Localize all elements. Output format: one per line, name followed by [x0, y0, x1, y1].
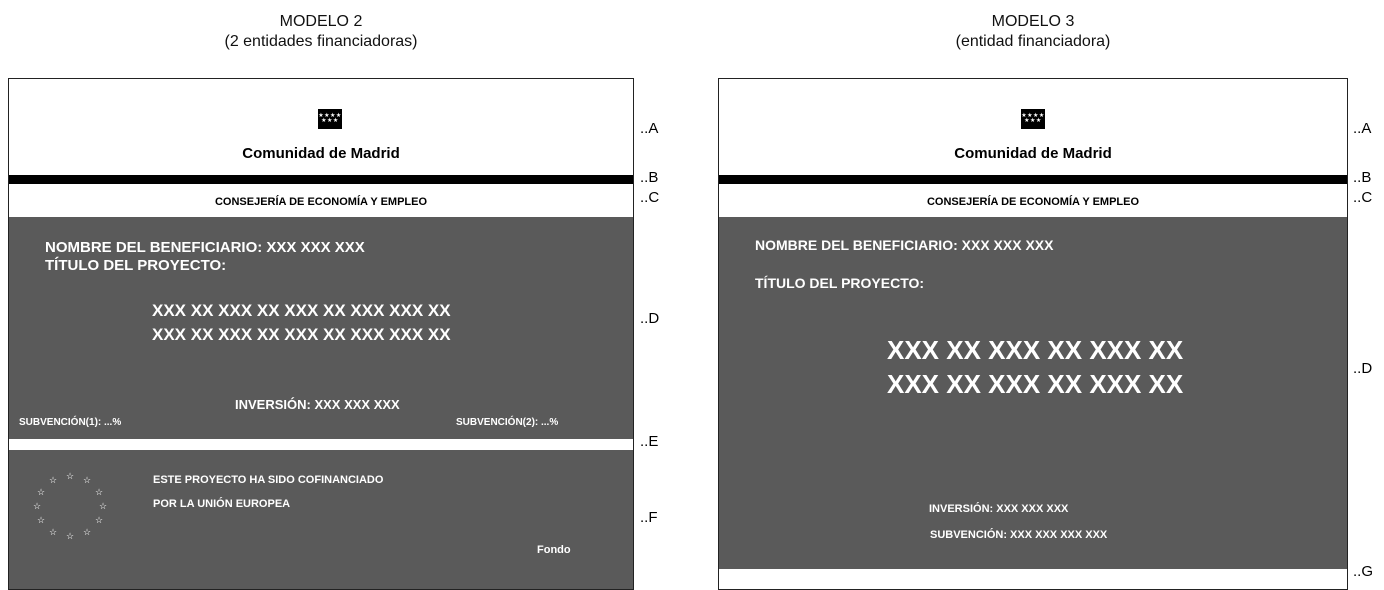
project-title-line-1: XXX XX XXX XX XXX XX XXX XXX XX: [152, 301, 451, 320]
marker-g: ..G: [1353, 563, 1374, 580]
subvencion-1-label: SUBVENCIÓN(1): ...%: [19, 417, 122, 428]
org-name: Comunidad de Madrid: [242, 145, 400, 162]
project-title-line-2: XXX XX XXX XX XXX XX XXX XXX XX: [152, 325, 451, 344]
consejeria-label: CONSEJERÍA DE ECONOMÍA Y EMPLEO: [926, 196, 1140, 208]
titulo-label: TÍTULO DEL PROYECTO:: [755, 275, 925, 291]
eu-block: ☆ ☆ ☆ ☆ ☆ ☆ ☆ ☆ ☆ ☆ ☆ ☆ ESTE PROYECTO HA…: [9, 450, 633, 589]
marker-b: ..B: [1353, 169, 1372, 186]
inversion-label: INVERSIÓN: XXX XXX XXX: [929, 503, 1069, 515]
modelo-2-panel: ★★★★★★★ Comunidad de Madrid CONSEJERÍA D…: [8, 78, 634, 590]
modelo-3-heading: MODELO 3 (entidad financiadora): [718, 12, 1348, 52]
black-band: [719, 175, 1347, 184]
marker-f: ..F: [640, 509, 658, 526]
modelo-2-title: MODELO 2: [279, 13, 363, 30]
inversion-label: INVERSIÓN: XXX XXX XXX: [235, 397, 400, 412]
project-info-block: NOMBRE DEL BENEFICIARIO: XXX XXX XXX TÍT…: [719, 217, 1347, 569]
project-info-block: NOMBRE DEL BENEFICIARIO: XXX XXX XXX TÍT…: [9, 217, 633, 439]
subvencion-2-label: SUBVENCIÓN(2): ...%: [456, 417, 559, 428]
modelo-3-title: MODELO 3: [991, 13, 1075, 30]
marker-a: ..A: [640, 120, 659, 137]
project-title-line-2: XXX XX XXX XX XXX XX: [887, 369, 1184, 399]
marker-d: ..D: [640, 310, 660, 327]
eu-stars-circle-icon: ☆ ☆ ☆ ☆ ☆ ☆ ☆ ☆ ☆ ☆ ☆ ☆: [33, 471, 108, 541]
beneficiario-label: NOMBRE DEL BENEFICIARIO: XXX XXX XXX: [755, 237, 1054, 253]
marker-a: ..A: [1353, 120, 1372, 137]
beneficiario-label: NOMBRE DEL BENEFICIARIO: XXX XXX XXX: [45, 239, 365, 256]
consejeria-label: CONSEJERÍA DE ECONOMÍA Y EMPLEO: [214, 196, 428, 208]
eu-cofinanced-line-1: ESTE PROYECTO HA SIDO COFINANCIADO: [153, 474, 384, 486]
marker-c: ..C: [1353, 189, 1373, 206]
project-title-line-1: XXX XX XXX XX XXX XX: [887, 335, 1184, 365]
marker-e: ..E: [640, 433, 659, 450]
marker-b: ..B: [640, 169, 659, 186]
modelo-3-subtitle: (entidad financiadora): [955, 33, 1111, 50]
marker-d: ..D: [1353, 360, 1373, 377]
madrid-flag-stars-icon: ★★★★★★★: [1021, 109, 1045, 129]
subvencion-label: SUBVENCIÓN: XXX XXX XXX XXX: [930, 529, 1108, 541]
titulo-label: TÍTULO DEL PROYECTO:: [45, 257, 227, 274]
madrid-flag-stars-icon: ★★★★★★★: [318, 109, 342, 129]
org-name: Comunidad de Madrid: [954, 145, 1112, 162]
black-band: [9, 175, 633, 184]
fondo-label: Fondo: [537, 544, 571, 556]
modelo-3-panel: ★★★★★★★ Comunidad de Madrid CONSEJERÍA D…: [718, 78, 1348, 590]
eu-cofinanced-line-2: POR LA UNIÓN EUROPEA: [153, 498, 291, 510]
marker-c: ..C: [640, 189, 660, 206]
modelo-2-subtitle: (2 entidades financiadoras): [224, 33, 418, 50]
modelo-2-heading: MODELO 2 (2 entidades financiadoras): [8, 12, 634, 52]
